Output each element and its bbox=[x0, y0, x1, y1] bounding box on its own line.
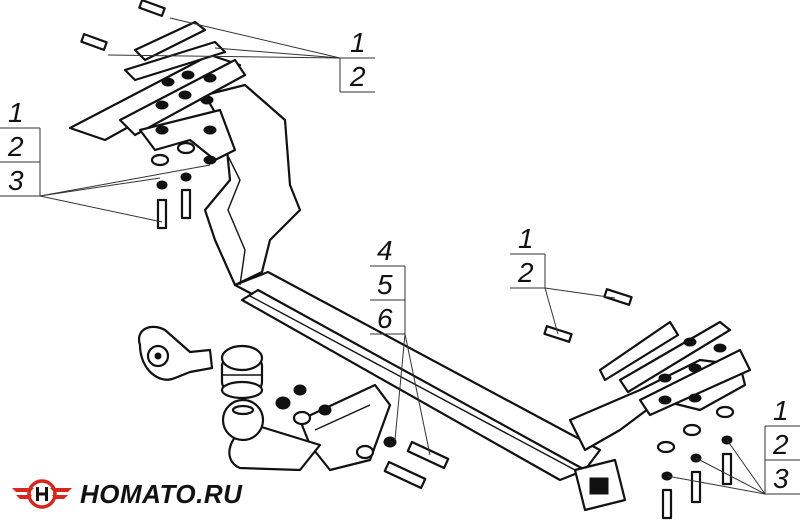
leader-lines bbox=[0, 17, 800, 495]
callout-2: 2 bbox=[349, 61, 366, 92]
left-bracket-hardware bbox=[80, 0, 217, 230]
callout-5: 5 bbox=[377, 269, 393, 300]
main-crossbar bbox=[233, 270, 627, 512]
callouts-top-right: 1 2 bbox=[349, 27, 366, 92]
center-fasteners bbox=[275, 384, 450, 490]
right-mount-bracket bbox=[543, 288, 752, 452]
callout-1: 1 bbox=[773, 395, 789, 426]
callout-2: 2 bbox=[772, 429, 789, 460]
callout-4: 4 bbox=[377, 235, 393, 266]
callouts-right-upper: 1 2 bbox=[517, 223, 534, 288]
callout-2: 2 bbox=[7, 131, 24, 162]
callouts-right-lower: 1 2 3 bbox=[772, 395, 789, 494]
logo-text: HOMATO.RU bbox=[80, 478, 243, 509]
callouts-left: 1 2 3 bbox=[7, 97, 24, 196]
socket-bracket bbox=[137, 325, 214, 381]
callout-2: 2 bbox=[517, 257, 534, 288]
callout-1: 1 bbox=[518, 223, 534, 254]
ball-cover-cap bbox=[220, 344, 264, 400]
callouts-center: 4 5 6 bbox=[377, 235, 393, 334]
winged-h-logo-icon bbox=[12, 479, 72, 509]
homato-logo: HOMATO.RU bbox=[10, 472, 242, 516]
callout-6: 6 bbox=[377, 303, 393, 334]
callout-3: 3 bbox=[8, 165, 24, 196]
right-bracket-hardware bbox=[656, 337, 735, 520]
callout-1: 1 bbox=[350, 27, 366, 58]
callout-3: 3 bbox=[773, 463, 789, 494]
callout-1: 1 bbox=[8, 97, 24, 128]
